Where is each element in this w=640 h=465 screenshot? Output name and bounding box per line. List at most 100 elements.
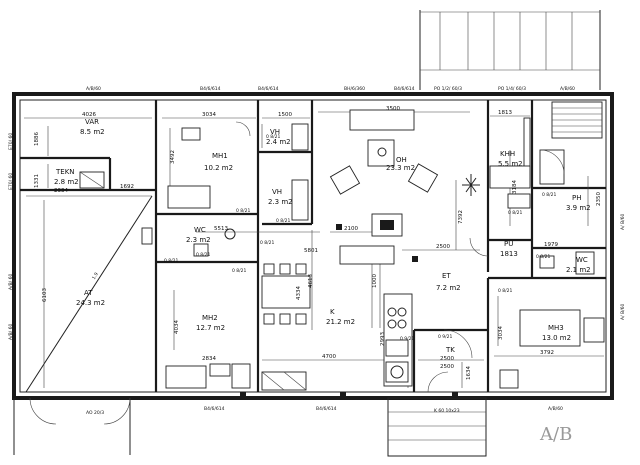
room-dim-tk: 2500 bbox=[440, 356, 454, 362]
room-name-wc2: WC bbox=[576, 256, 588, 264]
room-name-pu: PU bbox=[504, 240, 513, 248]
dim-label: 3034 bbox=[498, 326, 504, 340]
window-tag: E70/ 60 bbox=[8, 133, 14, 150]
terrace-pergola bbox=[419, 10, 601, 90]
room-area-vh1: 2.4 m2 bbox=[266, 138, 291, 146]
dim-label: 2500 bbox=[436, 244, 450, 250]
window-tag: E70/ 60 bbox=[8, 173, 14, 190]
window-tag: AO 20/3 bbox=[86, 410, 104, 416]
dim-label: 1979 bbox=[544, 242, 558, 248]
dim-label: 4034 bbox=[174, 320, 180, 334]
window-tag: A/B/ 60 bbox=[8, 274, 14, 290]
window-tag: BH/6/360 bbox=[344, 86, 365, 92]
door-tag: 0 8/21 bbox=[542, 192, 557, 198]
dim-label: 4613 bbox=[308, 274, 314, 288]
entrance-steps bbox=[13, 397, 487, 457]
door-tag: 0 8/21 bbox=[498, 288, 513, 294]
window-tag: A/B/60 bbox=[548, 406, 563, 412]
room-area-mh1: 10.2 m2 bbox=[204, 164, 233, 172]
room-name-tk: TK bbox=[445, 346, 455, 354]
room-area-ph: 3.9 m2 bbox=[566, 204, 591, 212]
dim-label: 3500 bbox=[386, 106, 400, 112]
dim-label: 4334 bbox=[296, 286, 302, 300]
window-door-tags: A/B/60 B4/6/614 B4/6/614 BH/6/360 B4/6/6… bbox=[8, 86, 626, 416]
door-tag: 0 8/21 bbox=[508, 210, 523, 216]
dim-label: 2334 bbox=[54, 188, 68, 194]
dim-label: 2500 bbox=[440, 364, 454, 370]
room-name-et: ET bbox=[442, 272, 451, 280]
room-area-wc2: 2.1 m2 bbox=[566, 266, 591, 274]
furniture bbox=[29, 101, 605, 425]
dim-label: 3492 bbox=[170, 150, 176, 164]
dim-label: 2100 bbox=[344, 226, 358, 232]
room-name-vh2: VH bbox=[272, 188, 282, 196]
room-name-k: K bbox=[330, 308, 335, 316]
door-tag: 0 8/21 bbox=[232, 268, 247, 274]
dim-label: 2834 bbox=[202, 356, 216, 362]
room-area-oh: 23.3 m2 bbox=[386, 164, 415, 172]
dim-label: 1692 bbox=[120, 184, 134, 190]
room-name-at: AT bbox=[84, 289, 93, 297]
room-name-tekn: TEKN bbox=[55, 168, 75, 176]
window-tag: A/ B/60 bbox=[620, 304, 626, 320]
dim-label: 3792 bbox=[540, 350, 554, 356]
door-tag: 0 8/21 bbox=[196, 252, 211, 258]
room-name-khh: KHH bbox=[500, 150, 515, 158]
room-area-mh2: 12.7 m2 bbox=[196, 324, 225, 332]
window-tag: B4/6/614 bbox=[258, 86, 279, 92]
room-area-tekn: 2.8 m2 bbox=[54, 178, 79, 186]
door-tag: 0 8/21 bbox=[164, 258, 179, 264]
door-tag: 0 8/21 bbox=[260, 240, 275, 246]
dim-label: 1500 bbox=[278, 112, 292, 118]
door-tag: 0 9/21 bbox=[438, 334, 453, 340]
room-name-oh: OH bbox=[396, 156, 407, 164]
window-tag: A/B/60 bbox=[86, 86, 101, 92]
room-area-mh3: 13.0 m2 bbox=[542, 334, 571, 342]
room-name-vh1: VH bbox=[270, 128, 280, 136]
dim-label: 5513 bbox=[214, 226, 228, 232]
door-tag: 0 8/21 bbox=[536, 254, 551, 260]
interior-walls bbox=[20, 100, 606, 392]
room-name-mh1: MH1 bbox=[212, 152, 228, 160]
signature: A/B bbox=[539, 424, 572, 445]
dim-label: 6103 bbox=[42, 288, 48, 302]
room-name-var: VAR bbox=[85, 118, 99, 126]
window-tag: A/ B/60 bbox=[620, 214, 626, 230]
room-labels: VAR 8.5 m2 TEKN 2.8 m2 MH1 10.2 m2 VH 2.… bbox=[54, 118, 591, 362]
dim-label: 1634 bbox=[466, 366, 472, 380]
door-tag: 1.9 bbox=[91, 271, 100, 280]
room-area-var: 8.5 m2 bbox=[80, 128, 105, 136]
window-tag: K 60 10x23 bbox=[434, 408, 460, 414]
room-area-wc1: 2.3 m2 bbox=[186, 236, 211, 244]
dim-label: 2993 bbox=[380, 332, 386, 346]
window-tag: B4/6/614 bbox=[316, 406, 337, 412]
door-tag: 0 8/21 bbox=[236, 208, 251, 214]
dim-label: 5801 bbox=[304, 248, 318, 254]
window-tag: B4/6/614 bbox=[200, 86, 221, 92]
room-name-mh3: MH3 bbox=[548, 324, 564, 332]
window-tag: B4/6/614 bbox=[394, 86, 415, 92]
window-tag: A/B/ 60 bbox=[8, 324, 14, 340]
dim-label: 1331 bbox=[34, 174, 40, 188]
room-area-khh: 5.5 m2 bbox=[498, 160, 523, 168]
room-area-pu: 1813 bbox=[500, 250, 518, 258]
door-tag: 0 9/21 bbox=[400, 336, 415, 342]
window-tag: PO 1/4/ 60/3 bbox=[498, 86, 526, 92]
room-name-mh2: MH2 bbox=[202, 314, 218, 322]
window-tag: PO 1/2/ 60/3 bbox=[434, 86, 462, 92]
dim-label: 3184 bbox=[512, 180, 518, 194]
dim-label: 1000 bbox=[372, 274, 378, 288]
window-tag: B4/6/614 bbox=[204, 406, 225, 412]
dim-label: 1886 bbox=[34, 132, 40, 146]
dim-label: 1813 bbox=[498, 110, 512, 116]
dim-label: 2350 bbox=[596, 192, 602, 206]
dim-label: 7392 bbox=[458, 210, 464, 224]
dimension-labels: 4026 3034 1500 3500 1813 1886 1331 2334 … bbox=[34, 106, 602, 380]
door-tag: 0 8/21 bbox=[266, 134, 281, 140]
dim-label: 4026 bbox=[82, 112, 96, 118]
dim-label: 4700 bbox=[322, 354, 336, 360]
room-area-et: 7.2 m2 bbox=[436, 284, 461, 292]
room-name-wc1: WC bbox=[194, 226, 206, 234]
room-area-k: 21.2 m2 bbox=[326, 318, 355, 326]
